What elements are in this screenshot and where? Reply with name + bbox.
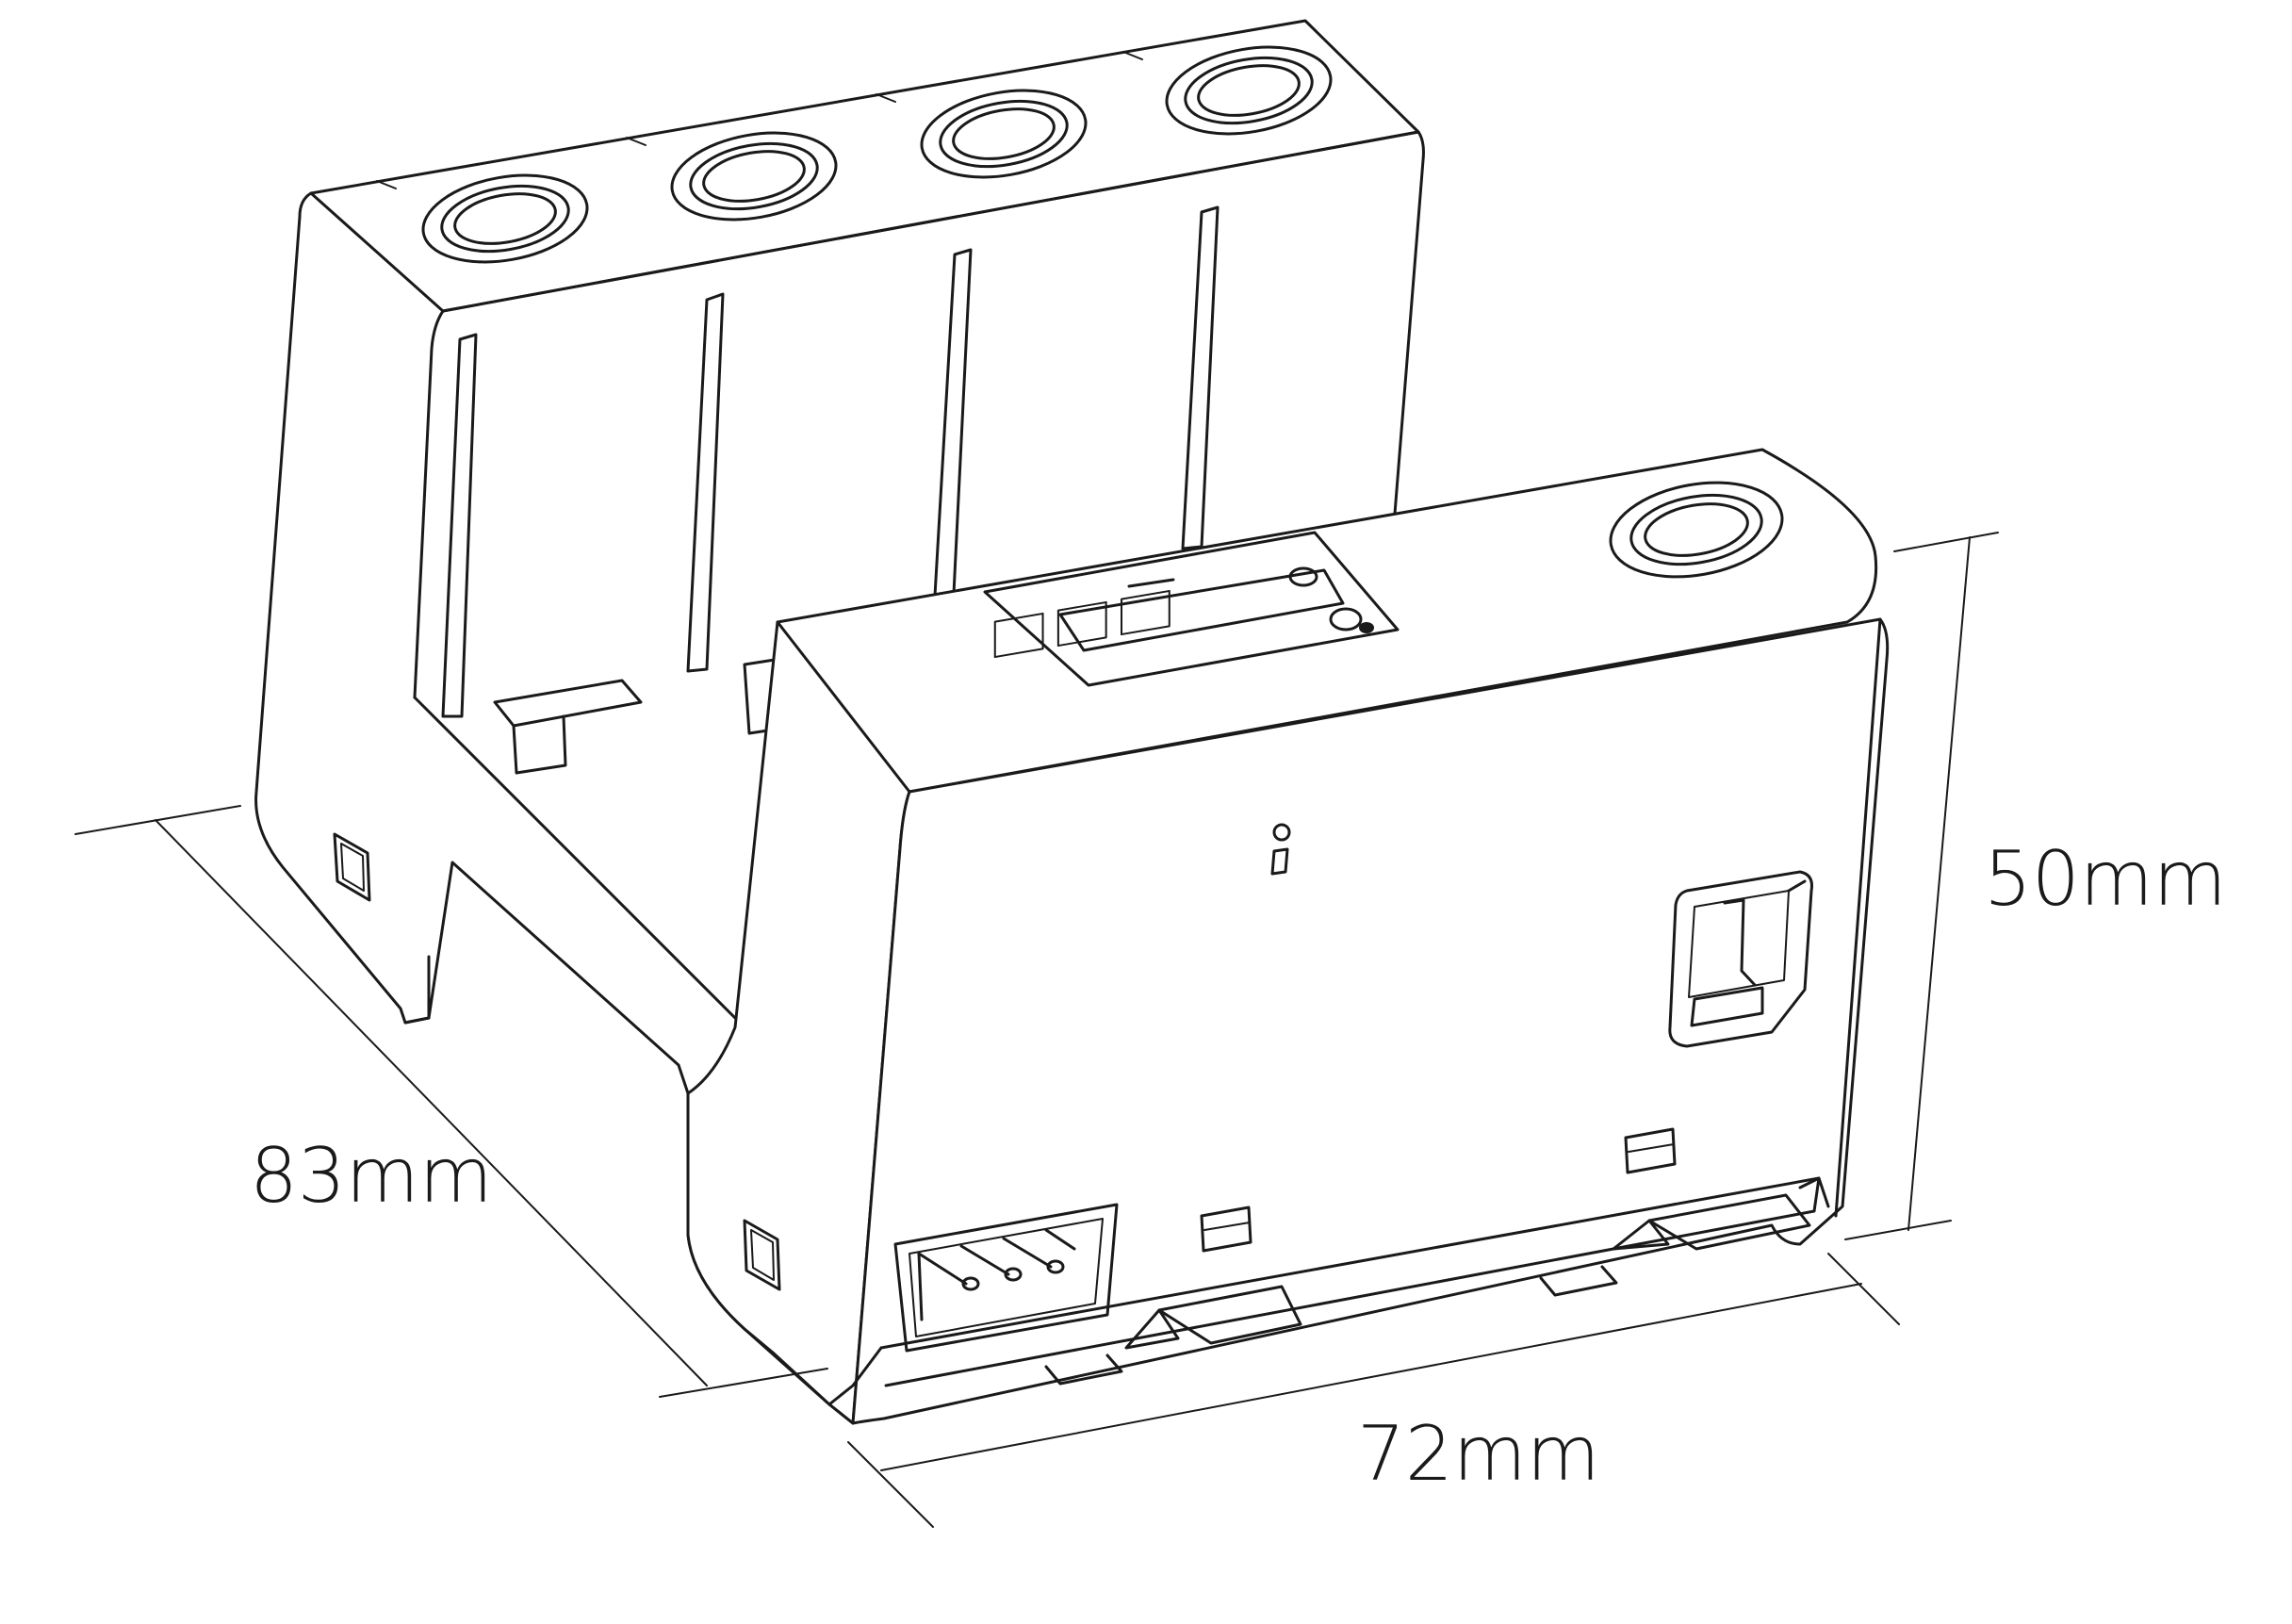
width-dimension-label: 72mm xyxy=(1357,1410,1600,1498)
left-side-slot xyxy=(743,1219,781,1291)
side-connector-port xyxy=(1668,870,1813,1048)
terminal-hole-5 xyxy=(1609,481,1784,579)
terminal-hole-1 xyxy=(421,173,589,264)
terminal-hole-4 xyxy=(1165,45,1333,136)
pin-connector xyxy=(893,1203,1119,1353)
depth-dimension-label: 83mm xyxy=(250,1132,493,1220)
terminal-hole-2 xyxy=(670,131,838,221)
indicator-led xyxy=(1270,823,1291,876)
front-module xyxy=(686,448,1890,1425)
height-dimension-label: 50mm xyxy=(1984,835,2227,923)
dimension-lines xyxy=(74,532,1999,1528)
terminal-hole-3 xyxy=(920,89,1088,179)
display-panel xyxy=(983,531,1400,687)
front-slot-2 xyxy=(1624,1127,1677,1174)
front-slot-1 xyxy=(1200,1206,1252,1253)
